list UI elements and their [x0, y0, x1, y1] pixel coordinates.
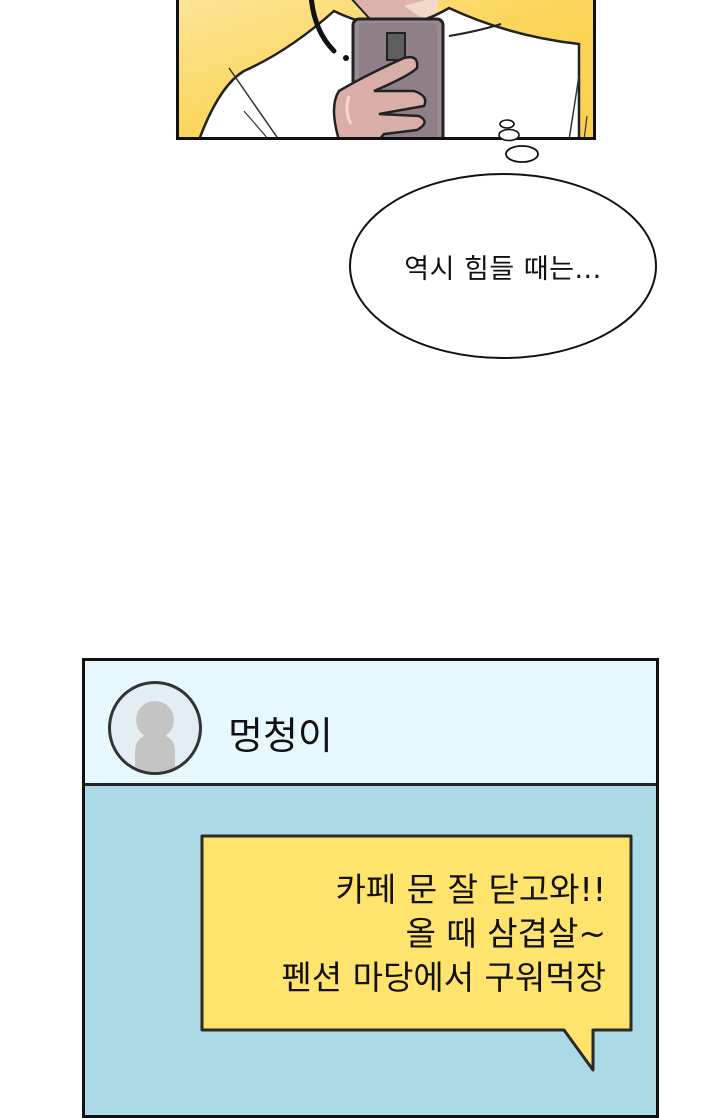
default-user-avatar-icon	[135, 701, 175, 772]
message-line-2: 올 때 삼겹살~	[405, 914, 606, 953]
message-bubble	[200, 834, 633, 1072]
man-holding-phone-illustration	[179, 0, 593, 137]
avatar[interactable]	[108, 681, 202, 775]
message-line-1: 카페 문 잘 닫고와!!	[335, 870, 606, 909]
contact-name: 멍청이	[228, 714, 333, 758]
message-line-3: 펜션 마당에서 구워먹장	[281, 958, 606, 997]
thought-bubble-text: 역시 힘들 때는...	[404, 253, 602, 285]
thought-trail-icon	[498, 119, 539, 163]
thought-bubble-shape	[349, 173, 657, 359]
comic-panel-phone	[176, 0, 596, 140]
chat-header: 멍청이	[85, 661, 656, 786]
message-text: 카페 문 잘 닫고와!! 올 때 삼겹살~ 펜션 마당에서 구워먹장	[208, 868, 606, 1000]
